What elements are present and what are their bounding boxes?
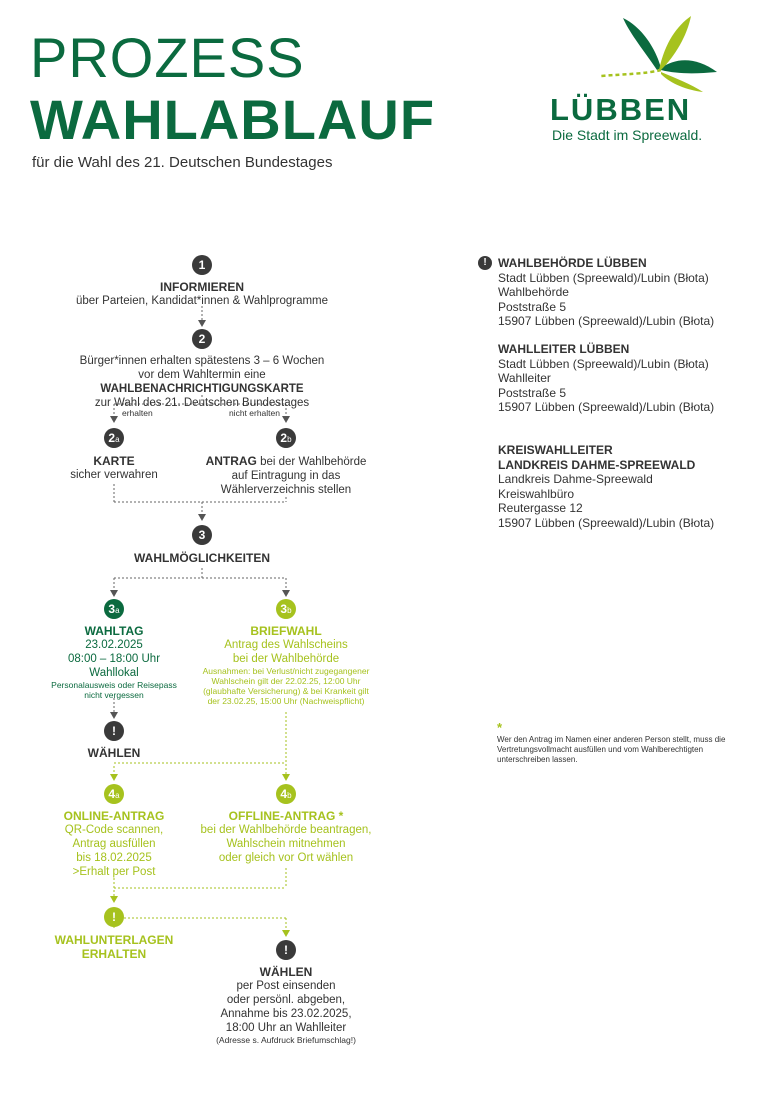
- step-3a-time: 08:00 – 18:00 Uhr: [67, 653, 161, 665]
- step-2a: KARTE sicher verwahren: [54, 454, 174, 482]
- step-3b-note2: Wahlschein gilt der 22.02.25, 12:00 Uhr: [211, 676, 361, 686]
- vote-2-text4: 18:00 Uhr an Wahlleiter: [225, 1022, 347, 1034]
- address-3-line4: 15907 Lübben (Spreewald)/Lubin (Błota): [498, 515, 715, 530]
- step-2-line3: zur Wahl des 21. Deutschen Bundestages: [94, 397, 310, 409]
- receive-title1: WAHLUNTERLAGEN: [54, 933, 174, 947]
- address-1-title: WAHLBEHÖRDE LÜBBEN: [498, 256, 647, 270]
- step-3b-note1: Ausnahmen: bei Verlust/nicht zugegangene…: [202, 666, 370, 676]
- step-4a-badge: 4a: [104, 784, 124, 804]
- step-4a-text1: QR-Code scannen,: [64, 824, 164, 836]
- vote-1-badge: !: [104, 721, 124, 741]
- step-2a-badge: 2a: [104, 428, 124, 448]
- step-3b-text2: bei der Wahlbehörde: [232, 653, 340, 665]
- address-2-line2: Wahlleiter: [498, 371, 551, 385]
- address-3-line1: Landkreis Dahme-Spreewald: [498, 472, 653, 486]
- address-1-line2: Wahlbehörde: [498, 285, 569, 299]
- footnote-mark: *: [497, 720, 503, 735]
- dragonfly-icon: [600, 16, 717, 92]
- address-3-title1: KREISWAHLLEITER: [498, 443, 613, 457]
- address-2-line4: 15907 Lübben (Spreewald)/Lubin (Błota): [498, 400, 715, 414]
- step-3-badge: 3: [192, 525, 212, 545]
- address-1-line3: Poststraße 5: [498, 299, 567, 314]
- step-2-line2-pre: vor dem Wahltermin eine: [138, 369, 266, 381]
- step-4a-text2: Antrag ausfüllen: [72, 838, 156, 850]
- step-2-badge: 2: [192, 329, 212, 349]
- receive: WAHLUNTERLAGEN ERHALTEN: [44, 933, 184, 961]
- address-3-line2: Kreiswahlbüro: [498, 486, 575, 501]
- step-3a-place: Wahllokal: [89, 667, 139, 679]
- address-3-title2: LANDKREIS DAHME-SPREEWALD: [498, 457, 696, 472]
- logo-name: LÜBBEN: [550, 92, 692, 127]
- step-4a-text3: bis 18.02.2025: [76, 852, 152, 864]
- step-3a-badge: 3a: [104, 599, 124, 619]
- step-4b-text3: oder gleich vor Ort wählen: [218, 852, 354, 864]
- step-3a-title: WAHLTAG: [84, 624, 144, 638]
- vote-2: WÄHLEN per Post einsenden oder persönl. …: [186, 965, 386, 1045]
- step-3b: BRIEFWAHL Antrag des Wahlscheins bei der…: [196, 624, 376, 706]
- step-2b-text3: Wählerverzeichnis stellen: [220, 484, 352, 496]
- address-2-line3: Poststraße 5: [498, 385, 567, 400]
- step-4a-text4: >Erhalt per Post: [72, 866, 156, 878]
- step-3b-note3: (glaubhafte Versicherung) & bei Krankeit…: [203, 686, 369, 696]
- step-1: INFORMIEREN über Parteien, Kandidat*inne…: [52, 280, 352, 308]
- address-2-title: WAHLLEITER LÜBBEN: [498, 342, 630, 356]
- footnote-text: Wer den Antrag im Namen einer anderen Pe…: [497, 735, 726, 764]
- vote-2-text5: (Adresse s. Aufdruck Briefumschlag!): [216, 1035, 356, 1045]
- step-2-line2-bold: WAHLBENACHRICHTIGUNGSKARTE: [100, 383, 304, 395]
- step-2-line1: Bürger*innen erhalten spätestens 3 – 6 W…: [79, 355, 325, 367]
- step-3b-title: BRIEFWAHL: [250, 624, 322, 638]
- step-1-text: über Parteien, Kandidat*innen & Wahlprog…: [75, 295, 329, 307]
- step-4b-text1: bei der Wahlbehörde beantragen,: [200, 824, 372, 836]
- step-3a-date: 23.02.2025: [85, 639, 143, 651]
- receive-title2: ERHALTEN: [81, 947, 147, 961]
- address-3-line3: Reutergasse 12: [498, 501, 583, 515]
- address-2-line1: Stadt Lübben (Spreewald)/Lubin (Błota): [498, 356, 709, 371]
- vote-2-text3: Annahme bis 23.02.2025,: [220, 1008, 352, 1020]
- subtitle: für die Wahl des 21. Deutschen Bundestag…: [32, 154, 333, 171]
- branch-label-received: erhalten: [122, 408, 153, 418]
- step-3b-note4: der 23.02.25, 15:00 Uhr (Nachweispflicht…: [207, 696, 365, 706]
- vote-2-badge: !: [276, 940, 296, 960]
- step-4a-title: ONLINE-ANTRAG: [63, 809, 165, 823]
- step-1-badge: 1: [192, 255, 212, 275]
- step-3-title: WAHLMÖGLICHKEITEN: [134, 551, 270, 565]
- vote-2-text2: oder persönl. abgeben,: [226, 994, 346, 1006]
- address-wahlbehoerde: WAHLBEHÖRDE LÜBBEN Stadt Lübben (Spreewa…: [498, 256, 714, 329]
- address-wahlleiter: WAHLLEITER LÜBBEN Stadt Lübben (Spreewal…: [498, 342, 714, 415]
- step-4b: OFFLINE-ANTRAG * bei der Wahlbehörde bea…: [186, 809, 386, 865]
- address-1-line4: 15907 Lübben (Spreewald)/Lubin (Błota): [498, 314, 715, 328]
- step-2b: ANTRAG bei der Wahlbehörde auf Eintragun…: [196, 454, 376, 497]
- step-3b-badge: 3b: [276, 599, 296, 619]
- title-line-1: PROZESS: [30, 26, 305, 89]
- step-1-title: INFORMIEREN: [160, 280, 244, 294]
- vote-2-text1: per Post einsenden: [236, 980, 336, 992]
- step-2a-title: KARTE: [93, 454, 135, 468]
- step-2b-badge: 2b: [276, 428, 296, 448]
- logo-tagline: Die Stadt im Spreewald.: [552, 127, 703, 143]
- step-2b-text2: auf Eintragung in das: [231, 470, 341, 482]
- title-line-2: WAHLABLAUF: [30, 88, 436, 151]
- address-marker: !: [478, 256, 492, 270]
- vote-1-title: WÄHLEN: [87, 746, 141, 760]
- step-4b-text2: Wahlschein mitnehmen: [226, 838, 346, 850]
- vote-2-title: WÄHLEN: [259, 965, 313, 979]
- step-4b-title: OFFLINE-ANTRAG *: [228, 809, 344, 823]
- step-3a-hint1: Personalausweis oder Reisepass: [51, 680, 177, 690]
- step-3a-hint2: nicht vergessen: [84, 690, 144, 700]
- step-4b-badge: 4b: [276, 784, 296, 804]
- step-3b-text1: Antrag des Wahlscheins: [224, 639, 348, 651]
- receive-badge: !: [104, 907, 124, 927]
- step-2b-title: ANTRAG: [205, 454, 257, 468]
- address-kreiswahlleiter: KREISWAHLLEITER LANDKREIS DAHME-SPREEWAL…: [498, 443, 714, 530]
- step-3a: WAHLTAG 23.02.2025 08:00 – 18:00 Uhr Wah…: [44, 624, 184, 700]
- address-1-line1: Stadt Lübben (Spreewald)/Lubin (Błota): [498, 270, 709, 285]
- branch-label-not-received: nicht erhalten: [228, 408, 280, 418]
- step-2: Bürger*innen erhalten spätestens 3 – 6 W…: [52, 354, 352, 410]
- step-2a-text: sicher verwahren: [70, 469, 158, 481]
- step-4a: ONLINE-ANTRAG QR-Code scannen, Antrag au…: [44, 809, 184, 879]
- step-2b-text1: bei der Wahlbehörde: [256, 456, 367, 468]
